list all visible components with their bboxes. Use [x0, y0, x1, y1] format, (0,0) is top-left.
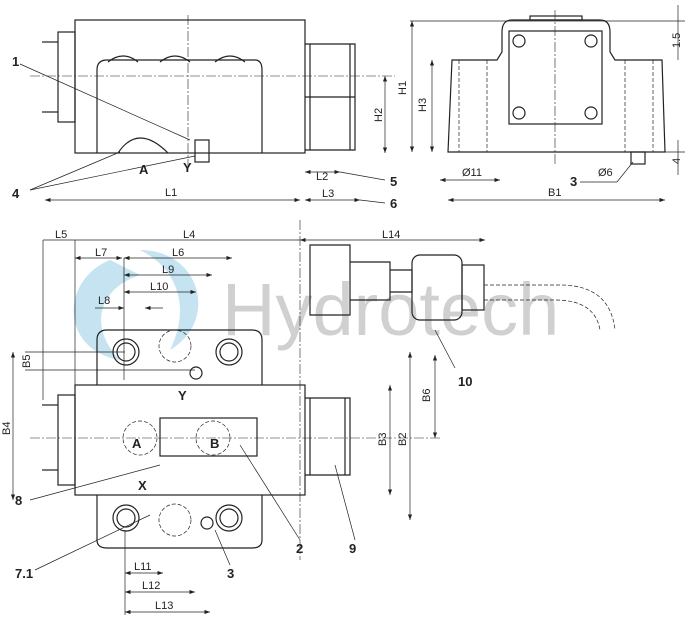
- port-y-label-top: Y: [178, 388, 187, 403]
- watermark-text: Hydrotech: [222, 268, 559, 351]
- port-a-label: A: [139, 162, 149, 177]
- callout-2: 2: [296, 541, 303, 556]
- dim-l3: L3: [322, 188, 334, 200]
- callout-8: 8: [15, 493, 22, 508]
- dim-l4: L4: [183, 229, 195, 241]
- port-y-label: Y: [183, 160, 192, 175]
- dim-o11: Ø11: [462, 167, 482, 179]
- dim-l2: L2: [316, 171, 328, 183]
- callout-4: 4: [12, 186, 20, 201]
- top-view: L5 L4 L7 L6 L9 L10 L8 L14 B5 B4 B6 B3 B2…: [1, 220, 616, 615]
- dim-o6: Ø6: [598, 167, 613, 179]
- dim-l9: L9: [162, 264, 174, 276]
- callout-9: 9: [349, 541, 356, 556]
- dim-l6: L6: [172, 247, 184, 259]
- dim-h3: H3: [417, 98, 429, 112]
- dim-l14: L14: [382, 229, 400, 241]
- dim-1-5: 1.5: [671, 33, 683, 48]
- callout-7-1: 7.1: [15, 566, 33, 581]
- dim-b5: B5: [21, 355, 33, 368]
- dim-h2: H2: [373, 108, 385, 122]
- dim-l1: L1: [165, 187, 177, 199]
- callout-1: 1: [12, 54, 19, 69]
- dim-l5: L5: [55, 229, 67, 241]
- dim-l10: L10: [150, 281, 168, 293]
- callout-6: 6: [390, 196, 397, 211]
- dim-b3: B3: [377, 433, 389, 446]
- port-a-label-top: A: [132, 436, 142, 451]
- dim-l13: L13: [155, 600, 173, 612]
- dim-b1: B1: [548, 187, 561, 199]
- callout-5: 5: [390, 174, 397, 189]
- dim-l12: L12: [142, 580, 160, 592]
- side-view: 1 4 5 6 A Y L1 L2 L3 H2: [12, 15, 397, 211]
- watermark-logo: Hydrotech: [73, 250, 559, 360]
- dim-h1: H1: [397, 81, 409, 95]
- dim-l8: L8: [98, 295, 110, 307]
- port-b-label-top: B: [210, 436, 219, 451]
- end-view: H1 H3 1.5 4 Ø11 Ø6 3 B1: [397, 5, 685, 203]
- dim-b6: B6: [421, 389, 433, 402]
- dim-l11: L11: [134, 561, 152, 573]
- port-x-label-top: X: [138, 478, 147, 493]
- callout-3-end: 3: [570, 174, 577, 189]
- dim-4: 4: [671, 158, 683, 164]
- dim-b4: B4: [1, 422, 13, 435]
- callout-3-top: 3: [227, 566, 234, 581]
- callout-10: 10: [458, 374, 472, 389]
- dim-l7: L7: [95, 247, 107, 259]
- dim-b2: B2: [397, 433, 409, 446]
